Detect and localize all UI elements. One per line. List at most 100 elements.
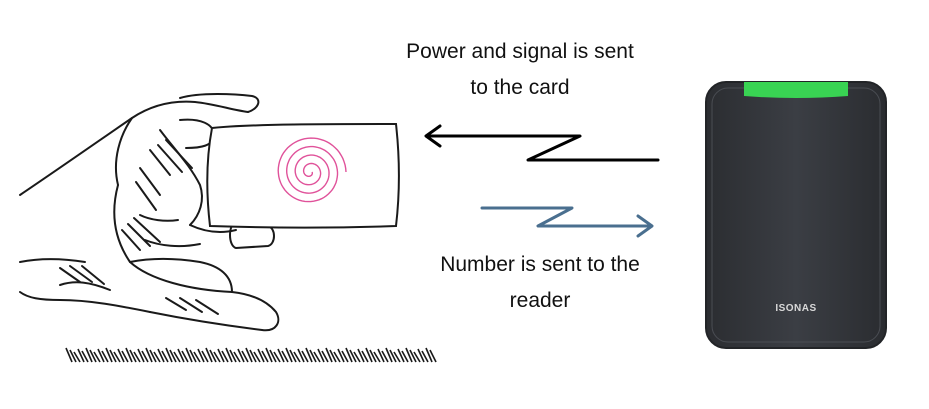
ground-hatch-line [73, 351, 81, 363]
ground-hatch-line [185, 347, 193, 363]
ground-hatch-line [365, 347, 373, 363]
ground-hatch-line [217, 348, 225, 363]
arrow-to-reader [480, 206, 654, 238]
ground-hatch-line [149, 349, 157, 363]
ground-hatch-line [409, 349, 417, 363]
ground-hatch-line [429, 349, 437, 363]
ground-hatch-line [237, 348, 245, 363]
to-card-label: Power and signal is sent to the card [380, 34, 660, 106]
ground-hatch-line [385, 347, 393, 363]
ground-hatch-line [265, 347, 273, 363]
ground-hatch-line [89, 349, 97, 363]
ground-hatch-line [293, 351, 301, 363]
ground-hatch-line [377, 348, 385, 363]
ground-hatch-line [205, 347, 213, 363]
ground-hatch-line [321, 350, 329, 363]
ground-hatch-line [373, 351, 381, 363]
ground-hatch-line [201, 350, 209, 363]
ground-hatch-line [137, 348, 145, 363]
to-reader-label-line2: reader [509, 289, 571, 312]
ground-hatch-line [393, 351, 401, 363]
ground-hatch-line [337, 348, 345, 363]
ground-hatch-line [233, 351, 241, 363]
ground-hatch-line [349, 349, 357, 363]
ground-hatch-line [117, 348, 125, 363]
ground-hatch-line [129, 349, 137, 363]
to-reader-label: Number is sent to the reader [410, 247, 670, 319]
ground-hatch-line [417, 348, 425, 363]
ground-hatch-line [213, 351, 221, 363]
ground-hatch-line [341, 350, 349, 363]
ground-hatch-line [197, 348, 205, 363]
ground-hatch-line [425, 347, 433, 363]
ground-hatch-line [313, 351, 321, 363]
to-reader-label-line1: Number is sent to the [440, 253, 640, 276]
ground-hatch-line [173, 351, 181, 363]
ground-hatch-line [241, 350, 249, 363]
ground-hatch-line [93, 351, 101, 363]
ground-hatch-line [225, 347, 233, 363]
ground-hatch-line [369, 349, 377, 363]
ground-hatch-line [189, 349, 197, 363]
ground-hatch-line [101, 350, 109, 363]
ground-hatch-line [269, 349, 277, 363]
ground-hatch-line [161, 350, 169, 363]
ground-hatch-line [301, 350, 309, 363]
ground-hatch-line [145, 347, 153, 363]
ground-hatch-line [65, 347, 73, 363]
hand-holding-card-icon [19, 93, 280, 332]
status-led [744, 82, 848, 98]
ground-hatch-line [281, 350, 289, 363]
ground-hatch-line [357, 348, 365, 363]
ground-hatch-line [157, 348, 165, 363]
ground-hatch-line [249, 349, 257, 363]
ground-hatch-line [257, 348, 265, 363]
ground-hatch-line [105, 347, 113, 363]
ground-hatch-line [361, 350, 369, 363]
to-card-label-line2: to the card [470, 76, 570, 99]
ground-hatch-line [289, 349, 297, 363]
ground-hatch-line [125, 347, 133, 363]
ground-hatch-line [69, 349, 77, 363]
ground-hatch-line [245, 347, 253, 363]
ground-hatch-line [305, 347, 313, 363]
ground-hatch-line [113, 351, 121, 363]
ground-hatch-line [133, 351, 141, 363]
ground-hatch-line [221, 350, 229, 363]
card-spiral [277, 137, 347, 203]
ground-hatch-line [333, 351, 341, 363]
ground-hatch-line [297, 348, 305, 363]
ground-hatch-line [97, 348, 105, 363]
ground-hatch-line [209, 349, 217, 363]
ground-hatch-line [77, 348, 85, 363]
ground-hatch-line [345, 347, 353, 363]
ground-hatch-line [181, 350, 189, 363]
card-reader-icon: ISONAS [705, 81, 887, 349]
ground-hatch-line [165, 347, 173, 363]
ground-hatch-line [413, 351, 421, 363]
reader-brand-logo: ISONAS [775, 303, 816, 314]
ground-hatch-line [421, 350, 429, 363]
ground-hatch-line [309, 349, 317, 363]
ground-hatch-line [317, 348, 325, 363]
ground-hatch-line [229, 349, 237, 363]
ground-hatch-line [85, 347, 93, 363]
ground-hatch-line [401, 350, 409, 363]
ground-hatch-line [277, 348, 285, 363]
ground-hatch-line [141, 350, 149, 363]
ground-hatch-line [193, 351, 201, 363]
ground-hatch-line [397, 348, 405, 363]
ground-hatch-line [285, 347, 293, 363]
to-card-label-line1: Power and signal is sent [406, 40, 634, 63]
ground-hatch-line [381, 350, 389, 363]
ground-hatch-line [121, 350, 129, 363]
ground-shadow [65, 347, 437, 363]
ground-hatch-line [353, 351, 361, 363]
ground-hatch-line [109, 349, 117, 363]
ground-hatch-line [153, 351, 161, 363]
ground-hatch-line [273, 351, 281, 363]
ground-hatch-line [261, 350, 269, 363]
arrow-to-card [424, 124, 660, 162]
ground-hatch-line [405, 347, 413, 363]
